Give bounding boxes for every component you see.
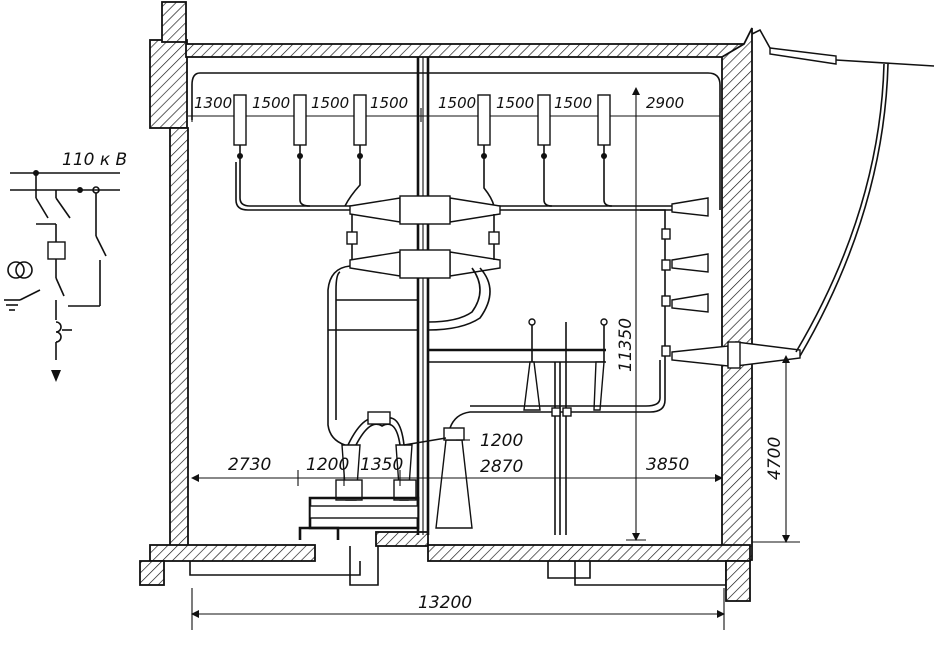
dim-top-2: 1500 <box>252 94 290 112</box>
dim-bottom-2: 1200 <box>306 455 349 475</box>
busbar-conductors <box>235 162 700 211</box>
dim-mid-1200: 1200 <box>480 431 523 451</box>
dim-top-7: 1500 <box>554 94 592 112</box>
dim-bottom-4: 2870 <box>480 457 523 477</box>
wall-bushings <box>640 28 935 369</box>
dim-bottom-3: 1350 <box>360 455 403 475</box>
single-line-scheme: 110 к В <box>4 150 127 382</box>
circuit-breaker <box>308 411 473 530</box>
voltage-label: 110 к В <box>62 150 127 170</box>
busbar-insulator-strings <box>233 94 611 162</box>
dim-top-1: 1300 <box>194 94 232 112</box>
dim-total-length: 13200 <box>418 593 472 613</box>
dim-top-8: 2900 <box>646 94 684 112</box>
vertical-dimensions: 11350 4700 <box>616 87 800 543</box>
dim-top-4: 1500 <box>370 94 408 112</box>
dim-top-3: 1500 <box>311 94 349 112</box>
dim-bottom-5: 3850 <box>646 455 689 475</box>
disconnector-frame <box>428 318 666 535</box>
dim-height-total: 11350 <box>616 318 636 372</box>
total-length-dimension: 13200 <box>191 588 725 630</box>
dim-bottom-1: 2730 <box>228 455 271 475</box>
central-column <box>327 57 501 535</box>
dim-top-6: 1500 <box>496 94 534 112</box>
dim-top-5: 1500 <box>438 94 476 112</box>
top-dimension-row: 1300 1500 1500 1500 1500 1500 1500 2900 <box>188 94 721 122</box>
dim-height-bushing: 4700 <box>765 437 785 480</box>
